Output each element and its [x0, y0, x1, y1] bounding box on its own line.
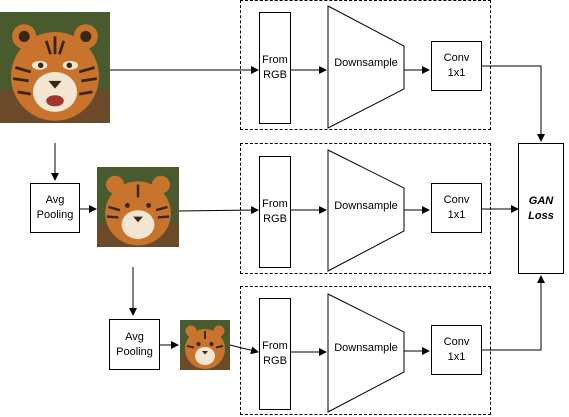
- downsample-label-1: Downsample: [334, 57, 398, 69]
- from-rgb-block-3: From RGB: [259, 298, 291, 410]
- avg-pooling-block-2: Avg Pooling: [109, 319, 160, 370]
- downsample-block-1: [327, 5, 405, 129]
- arrow-conv1-to-loss: [482, 65, 545, 142]
- conv-block-3: Conv 1x1: [431, 325, 482, 375]
- discriminator-panel-3: [240, 286, 491, 415]
- downsample-block-3: [327, 293, 405, 413]
- downsample-label-2: Downsample: [334, 200, 398, 212]
- avg-pooling-block-1: Avg Pooling: [30, 183, 80, 233]
- conv-block-2: Conv 1x1: [431, 183, 482, 233]
- from-rgb-block-2: From RGB: [259, 156, 291, 268]
- discriminator-panel-1: [240, 0, 491, 130]
- discriminator-panel-2: [240, 143, 491, 274]
- tiger-image-quarter-resolution: [180, 320, 230, 370]
- downsample-block-2: [327, 149, 405, 272]
- arrow-conv3-to-loss: [482, 275, 545, 351]
- arrow-image2-to-fromrgb2: [178, 206, 259, 215]
- downsample-label-3: Downsample: [334, 342, 398, 354]
- from-rgb-block-1: From RGB: [259, 12, 291, 124]
- arrow-image3-to-fromrgb3: [229, 344, 259, 355]
- tiger-image-full-resolution: [0, 12, 110, 123]
- tiger-image-half-resolution: [97, 167, 179, 247]
- gan-loss-block: GAN Loss: [518, 143, 564, 274]
- conv-block-1: Conv 1x1: [431, 41, 482, 91]
